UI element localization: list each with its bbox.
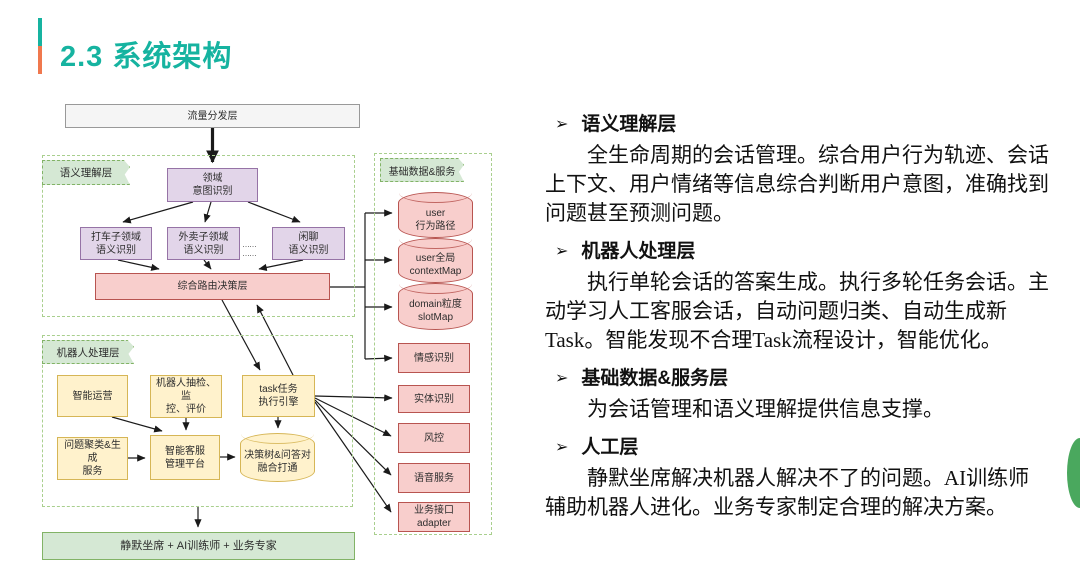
bullet-arrow-icon: ➢ <box>555 370 569 387</box>
cylinder-decision-tree-label: 决策树&问答对 融合打通 <box>244 450 311 474</box>
box-human-layer: 静默坐席 + AI训练师 + 业务专家 <box>42 532 355 560</box>
box-question-cluster: 问题聚类&生成 服务 <box>57 437 128 480</box>
box-entity: 实体识别 <box>398 385 470 413</box>
bullet-item-robot: ➢ 机器人处理层 执行单轮会话的答案生成。执行多轮任务会话。主动学习人工客服会话… <box>545 239 1049 355</box>
cylinder-slot-map: domain粒度 slotMap <box>398 283 473 330</box>
bullet-title: 基础数据&服务层 <box>581 368 729 389</box>
cylinder-decision-tree: 决策树&问答对 融合打通 <box>240 433 315 482</box>
bullet-heading: ➢ 语义理解层 <box>545 112 1049 138</box>
bullet-title: 机器人处理层 <box>581 241 696 262</box>
box-service-platform: 智能客服 管理平台 <box>150 435 220 480</box>
cylinder-context-map: user全局 contextMap <box>398 238 473 283</box>
box-adapter: 业务接口 adapter <box>398 502 470 532</box>
box-voice-service: 语音服务 <box>398 463 470 493</box>
semantic-layer-label: 语义理解层 <box>42 160 130 185</box>
box-taxi-domain: 打车子领域 语义识别 <box>80 227 152 260</box>
data-layer-label: 基础数据&服务 <box>380 158 464 182</box>
box-domain-intent: 领域 意图识别 <box>167 168 258 202</box>
data-layer-container <box>374 153 492 535</box>
robot-layer-label: 机器人处理层 <box>42 340 134 364</box>
bullet-arrow-icon: ➢ <box>555 439 569 456</box>
bullet-item-data: ➢ 基础数据&服务层 为会话管理和语义理解提供信息支撑。 <box>545 366 1049 424</box>
bullet-arrow-icon: ➢ <box>555 243 569 260</box>
bullet-body: 静默坐席解决机器人解决不了的问题。AI训练师辅助机器人进化。业务专家制定合理的解… <box>545 466 1030 519</box>
bullet-title: 语义理解层 <box>581 114 677 135</box>
cylinder-context-map-label: user全局 contextMap <box>409 253 462 277</box>
title-accent-bar-orange <box>38 46 42 74</box>
title-accent-bar <box>38 18 42 74</box>
edge-decoration-shape <box>1067 438 1080 508</box>
bullet-heading: ➢ 机器人处理层 <box>545 239 1049 265</box>
box-robot-inspect: 机器人抽检、监 控、评价 <box>150 375 222 418</box>
box-risk-control: 风控 <box>398 423 470 453</box>
box-task-engine: task任务 执行引擎 <box>242 375 315 417</box>
box-routing-decision: 综合路由决策层 <box>95 273 330 300</box>
cylinder-user-path-label: user 行为路径 <box>415 207 456 232</box>
box-traffic-layer: 流量分发层 <box>65 104 360 128</box>
ellipsis-dots: …… …… <box>242 240 257 258</box>
box-intelligent-ops: 智能运营 <box>57 375 128 417</box>
bullet-heading: ➢ 人工层 <box>545 435 1049 461</box>
bullet-body: 执行单轮会话的答案生成。执行多轮任务会话。主动学习人工客服会话，自动问题归类、自… <box>545 270 1049 352</box>
bullet-item-semantic: ➢ 语义理解层 全生命周期的会话管理。综合用户行为轨迹、会话上下文、用户情绪等信… <box>545 112 1049 228</box>
bullet-heading: ➢ 基础数据&服务层 <box>545 366 1049 392</box>
box-chat-domain: 闲聊 语义识别 <box>272 227 345 260</box>
bullet-title: 人工层 <box>581 437 639 458</box>
box-takeout-domain: 外卖子领域 语义识别 <box>167 227 240 260</box>
bullet-body: 全生命周期的会话管理。综合用户行为轨迹、会话上下文、用户情绪等信息综合判断用户意… <box>545 143 1049 225</box>
box-emotion: 情感识别 <box>398 343 470 373</box>
cylinder-user-path: user 行为路径 <box>398 192 473 238</box>
bullet-item-human: ➢ 人工层 静默坐席解决机器人解决不了的问题。AI训练师辅助机器人进化。业务专家… <box>545 435 1049 522</box>
semantic-layer-container <box>42 155 355 317</box>
robot-layer-container <box>42 335 353 507</box>
cylinder-slot-map-label: domain粒度 slotMap <box>409 299 462 323</box>
bullet-body: 为会话管理和语义理解提供信息支撑。 <box>587 397 944 421</box>
page-title: 2.3 系统架构 <box>60 41 233 73</box>
title-accent-bar-teal <box>38 18 42 46</box>
bullet-arrow-icon: ➢ <box>555 116 569 133</box>
bullet-list: ➢ 语义理解层 全生命周期的会话管理。综合用户行为轨迹、会话上下文、用户情绪等信… <box>545 112 1049 533</box>
